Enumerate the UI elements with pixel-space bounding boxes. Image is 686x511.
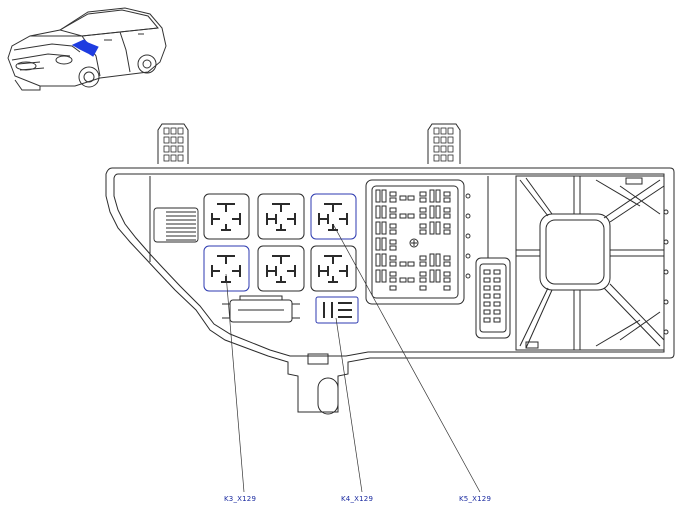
mini-relay-socket: [315, 296, 359, 324]
relay-socket-1: [203, 193, 250, 240]
fuse-box-housing: [105, 123, 675, 415]
fuse-block-pins: [465, 193, 471, 279]
top-right-tab-grid: [433, 127, 454, 162]
relay-socket-4: [203, 245, 250, 292]
callout-k3-label: K3_X129: [224, 495, 257, 503]
callout-k4-label: K4_X129: [341, 495, 374, 503]
mounting-frame: [487, 175, 669, 351]
top-left-tab-grid: [163, 127, 184, 162]
multipin-connector: [475, 257, 511, 339]
callout-leader-lines: [225, 223, 481, 493]
location-arrow-icon: [71, 39, 99, 57]
vent-grille: [153, 207, 199, 243]
relay-socket-3: [310, 193, 357, 240]
fuse-block: [365, 179, 465, 305]
callout-k5-label: K5_X129: [459, 495, 492, 503]
relay-socket-2: [257, 193, 305, 240]
relay-socket-6: [310, 245, 357, 292]
diode-bracket: [222, 295, 300, 323]
relay-socket-5: [257, 245, 305, 292]
